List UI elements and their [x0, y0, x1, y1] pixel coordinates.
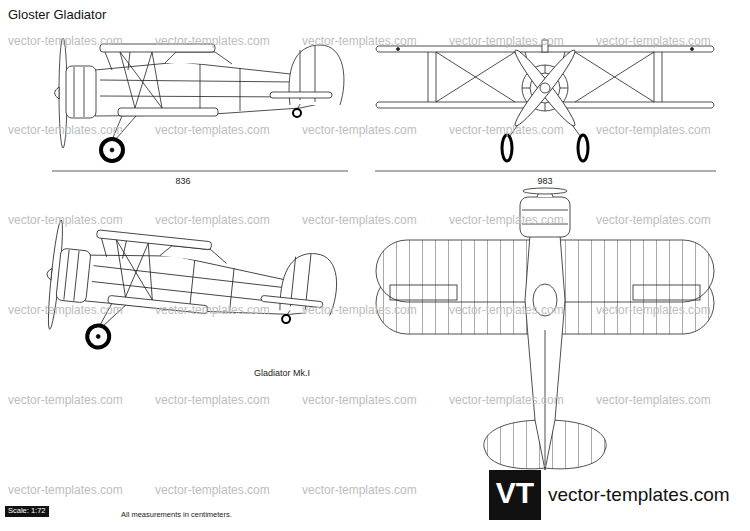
- watermark: vector-templates.com: [449, 304, 564, 318]
- dimension-lines-part: [52, 171, 348, 172]
- drawing-title: Gloster Gladiator: [8, 8, 106, 23]
- watermark: vector-templates.com: [8, 124, 123, 138]
- watermark: vector-templates.com: [449, 124, 564, 138]
- front-view-part: [575, 52, 654, 102]
- watermark: vector-templates.com: [8, 214, 123, 228]
- watermark: vector-templates.com: [155, 214, 270, 228]
- watermark: vector-templates.com: [8, 304, 123, 318]
- side-view-part: [55, 38, 344, 161]
- dimension-label: 983: [537, 176, 552, 186]
- watermark: vector-templates.com: [302, 304, 417, 318]
- front-view-part: [662, 52, 663, 102]
- front-view-part: [502, 135, 512, 161]
- watermark: vector-templates.com: [449, 35, 564, 49]
- front-view-part: [436, 52, 437, 102]
- front-view-part: [545, 103, 546, 111]
- front-view-part: [545, 65, 546, 73]
- front-view: [376, 40, 714, 161]
- watermark: vector-templates.com: [155, 394, 270, 408]
- dimension-lines-part: [375, 171, 716, 172]
- side-view-ground-part: [40, 219, 341, 372]
- watermark: vector-templates.com: [449, 394, 564, 408]
- dimension-lines: [52, 171, 716, 172]
- front-view-part: [522, 88, 530, 89]
- top-view-part: [522, 210, 568, 211]
- watermark: vector-templates.com: [596, 304, 711, 318]
- watermark: vector-templates.com: [302, 35, 417, 49]
- front-view-part: [436, 52, 515, 102]
- watermark: vector-templates.com: [155, 304, 270, 318]
- watermark: vector-templates.com: [596, 124, 711, 138]
- watermark: vector-templates.com: [596, 394, 711, 408]
- front-view-part: [540, 83, 550, 93]
- watermark: vector-templates.com: [596, 35, 711, 49]
- front-view-part: [575, 52, 654, 102]
- top-view-part: [633, 285, 700, 300]
- logo-letters: VT: [496, 476, 534, 511]
- front-view-part: [560, 88, 568, 89]
- front-view-part: [578, 135, 588, 161]
- watermark: vector-templates.com: [302, 124, 417, 138]
- watermark: vector-templates.com: [8, 35, 123, 49]
- watermark: vector-templates.com: [596, 214, 711, 228]
- watermark: vector-templates.com: [8, 394, 123, 408]
- watermark: vector-templates.com: [155, 35, 270, 49]
- watermark: vector-templates.com: [449, 214, 564, 228]
- front-view-part: [428, 52, 429, 102]
- scale-badge: Scale: 1:72: [5, 506, 49, 517]
- front-view-part: [436, 52, 515, 102]
- side-view: [55, 38, 344, 161]
- dimension-label: 836: [175, 176, 190, 186]
- watermark: vector-templates.com: [155, 124, 270, 138]
- side-view-ground: [40, 219, 341, 372]
- top-view-part: [523, 188, 567, 194]
- watermark: vector-templates.com: [302, 484, 417, 498]
- top-view-part: [525, 235, 565, 470]
- front-view-part: [511, 46, 580, 129]
- watermark: vector-templates.com: [302, 394, 417, 408]
- watermark: vector-templates.com: [8, 484, 123, 498]
- note: All measurements in centimeters.: [121, 511, 232, 520]
- watermark: vector-templates.com: [155, 484, 270, 498]
- front-view-part: [511, 46, 580, 129]
- logo-mark-part: [489, 470, 541, 520]
- top-view: [376, 188, 714, 470]
- watermark: vector-templates.com: [302, 214, 417, 228]
- view-label: Gladiator Mk.I: [254, 368, 310, 378]
- front-view-part: [654, 52, 655, 102]
- logo-text: vector-templates.com: [548, 484, 730, 506]
- logo-mark: [489, 470, 541, 520]
- top-view-part: [390, 285, 457, 300]
